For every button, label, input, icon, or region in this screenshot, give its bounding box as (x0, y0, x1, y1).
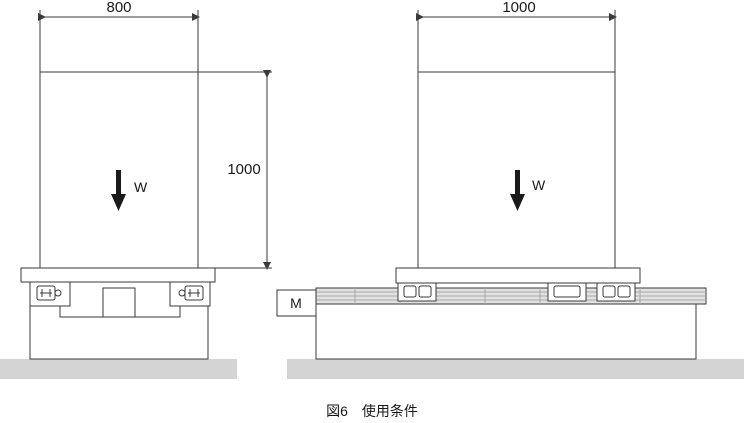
right-base (315, 303, 697, 360)
right-rail-block-1 (397, 282, 437, 302)
right-width-label: 1000 (502, 0, 535, 16)
right-load-arrow (510, 170, 525, 211)
figure-caption: 図6 使用条件 (326, 403, 418, 419)
left-rail-block-left (29, 281, 71, 307)
left-carriage-plate (20, 267, 216, 283)
right-rail-lines (316, 291, 706, 301)
right-load-label: W (532, 177, 546, 193)
motor-box (276, 289, 317, 317)
left-floor (0, 359, 237, 379)
left-center-insert (102, 287, 136, 318)
right-rail-block-3 (596, 282, 636, 302)
motor-label: M (290, 295, 302, 311)
right-rail-block-2 (547, 282, 587, 302)
left-load-arrow (111, 170, 126, 211)
left-load-label: W (134, 179, 148, 195)
left-height-label: 1000 (227, 161, 260, 178)
left-rail-block-right (169, 281, 211, 307)
left-width-label: 800 (106, 0, 131, 16)
right-carriage-plate (395, 267, 641, 284)
right-floor (287, 359, 744, 379)
